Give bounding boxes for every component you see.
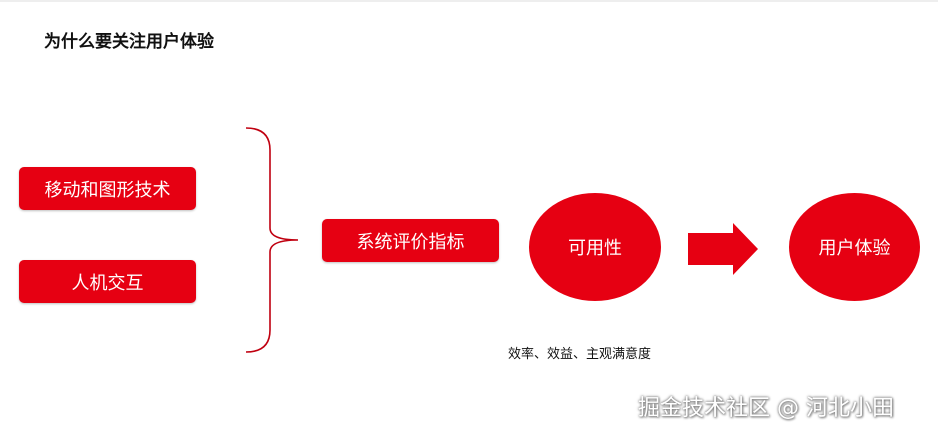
right-arrow-icon (688, 223, 758, 275)
right-curly-brace (245, 127, 299, 353)
input-box-hci: 人机交互 (19, 260, 196, 303)
usability-label: 可用性 (568, 238, 622, 259)
input-box-mobile-graphics: 移动和图形技术 (19, 167, 196, 210)
metric-box: 系统评价指标 (322, 219, 499, 262)
page-title: 为什么要关注用户体验 (44, 32, 214, 52)
user-experience-label: 用户体验 (818, 238, 891, 259)
metric-label: 系统评价指标 (356, 231, 465, 253)
watermark: 掘金技术社区 @ 河北小田 (638, 396, 894, 421)
input-box-label: 人机交互 (71, 272, 144, 294)
usability-caption: 效率、效益、主观满意度 (508, 347, 652, 362)
user-experience-ellipse: 用户体验 (789, 193, 920, 301)
usability-ellipse: 可用性 (529, 193, 661, 301)
input-box-label: 移动和图形技术 (44, 179, 171, 201)
top-divider (0, 0, 938, 2)
